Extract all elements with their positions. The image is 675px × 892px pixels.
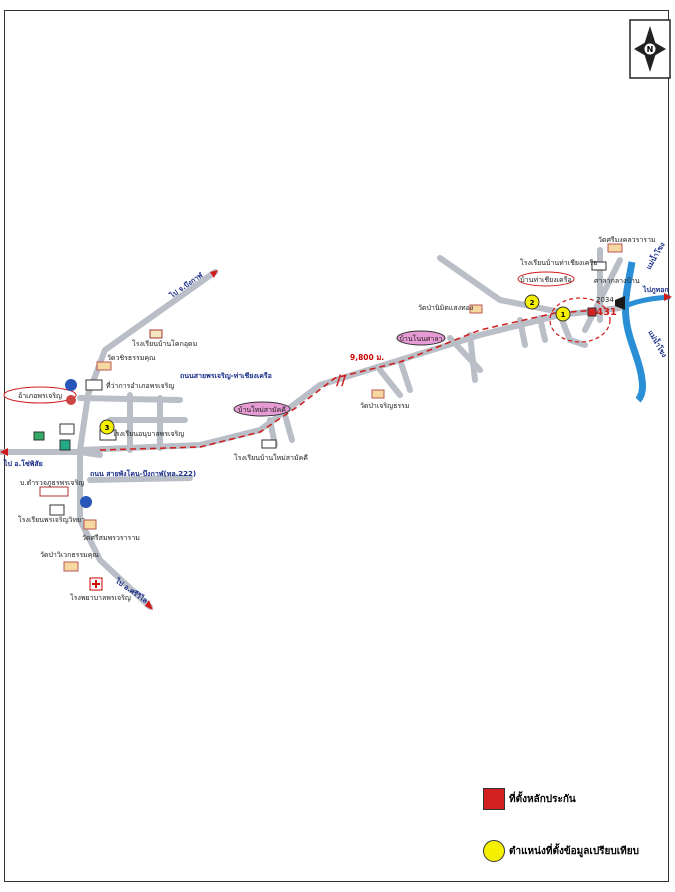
distance-label: 9,800 ม.	[350, 353, 384, 362]
legend-red-swatch	[483, 788, 505, 810]
marker-2: 2	[530, 299, 535, 307]
road-2034-label: 2034	[596, 296, 614, 304]
river-label-south: แม่น้ำโขง	[646, 328, 671, 360]
legend: ที่ตั้งหลักประกัน ตำแหน่งที่ตั้งข้อมูลเป…	[483, 788, 663, 892]
collateral-number: 431	[596, 307, 617, 318]
wat-pa-rawat: วัดป่าวิเวกธรรมคุณ	[40, 551, 99, 559]
wat-si-sophon: วัดศรีสมพรวราราม	[82, 534, 140, 542]
river-branch	[627, 294, 671, 308]
legend-yellow-label: ตำแหน่งที่ตั้งข้อมูลเปรียบเทียบ	[509, 845, 639, 857]
collateral-marker	[587, 307, 597, 317]
arrow-west	[0, 448, 8, 456]
village-ban-tha-chiang: บ้านท่าเชียงเครือ	[520, 276, 571, 284]
school-ban-mai: โรงเรียนบ้านใหม่สามัคคี	[234, 453, 308, 462]
school-anuban: โรงเรียนอนุบาลพรเจริญ	[112, 429, 184, 438]
village-ban-mai-samakkhi: บ้านใหม่สามัคคี	[238, 405, 286, 414]
wat-wachira: วัดวชิรธรรมคุณ	[107, 354, 156, 362]
legend-collateral: ที่ตั้งหลักประกัน	[483, 788, 663, 810]
comparison-markers: 1 2 3	[99, 294, 571, 435]
legend-red-label: ที่ตั้งหลักประกัน	[509, 793, 576, 805]
pier-icon	[615, 296, 625, 310]
legend-yellow-swatch	[483, 840, 505, 862]
road-222-label: ถนน สายพังโคน-บึงกาฬ(ทล.222)	[90, 469, 196, 478]
to-phuthok-label: ไปภูทอก	[642, 285, 669, 295]
arrow-east	[664, 293, 672, 301]
village-phon-charoen: อ้าเภอพรเจริญ	[18, 392, 62, 400]
school-ban-khok: โรงเรียนบ้านโคกอุดม	[132, 339, 197, 348]
marker-1: 1	[561, 311, 566, 319]
school-phon-charoen-wittaya: โรงเรียนพรเจริญวิทยา	[18, 515, 85, 524]
school-tha-chiang: โรงเรียนบ้านท่าเชียงเครือ	[520, 258, 597, 267]
map-frame	[4, 10, 669, 882]
wat-pa-charoen: วัดป่าเจริญธรรม	[360, 402, 409, 410]
village-labels: อ้าเภอพรเจริญ บ้านใหม่สามัคคี บ้านโนนศาล…	[3, 271, 575, 417]
wat-si-mongkhon: วัดศรีมงคลวราราม	[598, 236, 656, 244]
river	[622, 261, 646, 403]
compass-north-label: N	[647, 45, 654, 54]
compass: N	[629, 19, 671, 79]
legend-comparison: ตำแหน่งที่ตั้งข้อมูลเปรียบเทียบ	[483, 840, 663, 862]
arrow-south	[145, 600, 153, 610]
hospital: โรงพยาบาลพรเจริญ	[70, 593, 131, 602]
distance-break-mark: //	[336, 373, 347, 389]
to-sioset-label: ไป อ.โซ่พิสัย	[3, 459, 43, 468]
surveyed-route	[99, 309, 601, 451]
wat-pa-nimit: วัดป่านิมิตแสงทอง	[418, 304, 473, 312]
arrow-north	[210, 270, 218, 278]
village-ban-non-sala: บ้านโนนศาลา	[399, 334, 442, 343]
landmarks: โรงเรียนบ้านโคกอุดม วัดวชิรธรรมคุณ ที่ว่…	[18, 236, 656, 602]
sala-klang-ban-label: ศาลากลางบ้าน	[594, 277, 640, 285]
road-main-label: ถนนสายพรเจริญ-ท่าเชียงเครือ	[180, 372, 272, 380]
district-office: ที่ว่าการอำเภอพรเจริญ	[106, 381, 174, 390]
marker-3: 3	[105, 424, 110, 432]
police-station: บ.ตำรวจภูธรพรเจริญ	[20, 479, 84, 487]
target-area-circle	[549, 297, 611, 343]
